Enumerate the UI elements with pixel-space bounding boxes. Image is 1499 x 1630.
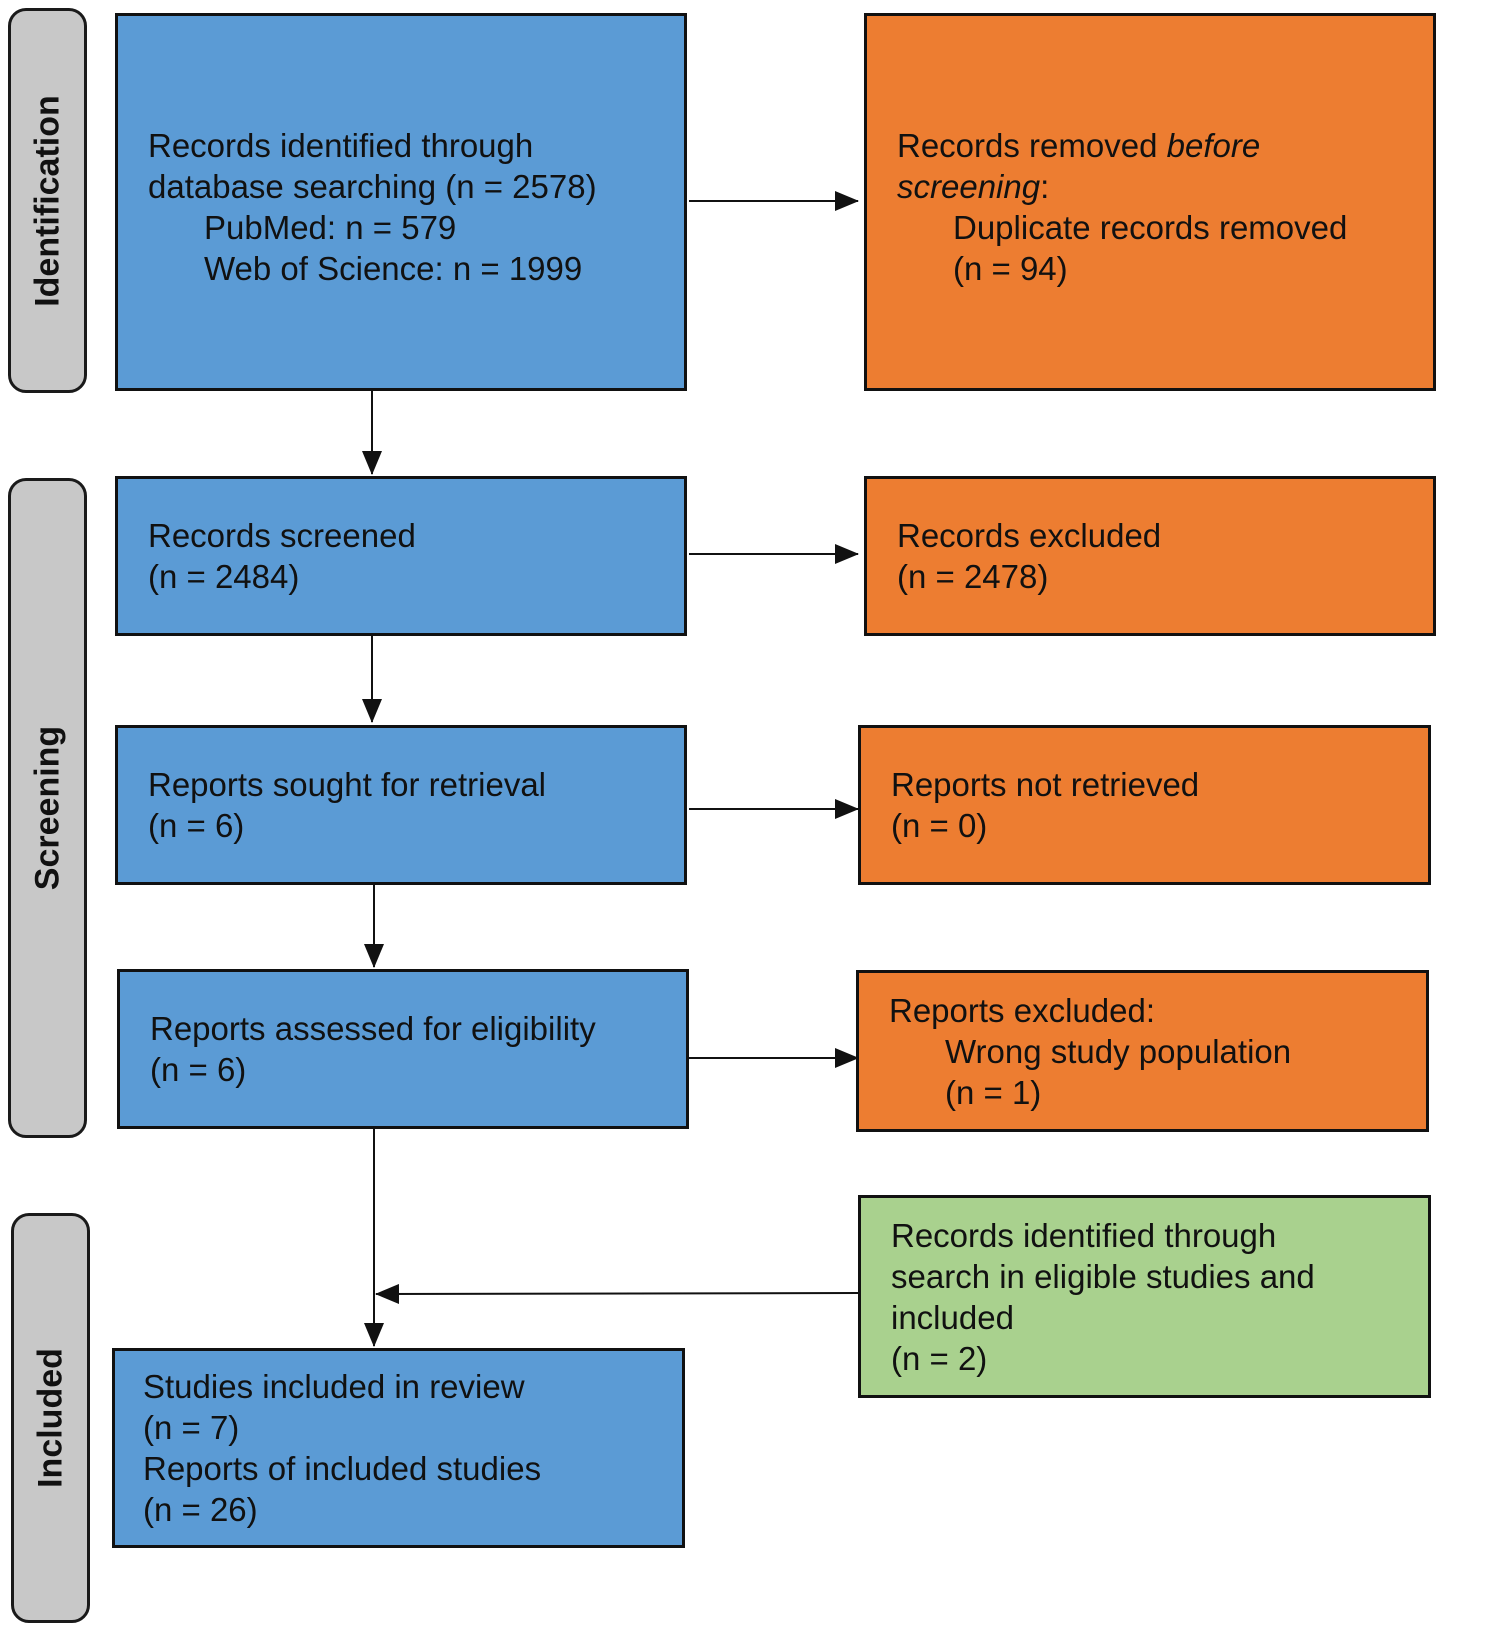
reports-assessed-line1: Reports assessed for eligibility [150,1010,596,1047]
records-removed-box: Records removed before screening: Duplic… [864,13,1436,391]
records-excluded-line1: Records excluded [897,517,1162,554]
reports-sought-line1: Reports sought for retrieval [148,766,547,803]
records-removed-line1: Records removed before [897,125,1433,166]
records-removed-line2: screening: [897,166,1433,207]
records-screened-line1: Records screened [148,517,416,554]
reports-excluded-reason: Wrong study population [945,1032,1292,1070]
records-screened-box: Records screened (n = 2484) [115,476,687,636]
reports-included-line: Reports of included studies [143,1450,542,1487]
records-removed-screening: screening [897,168,1041,205]
records-identified-line2: database searching (n = 2578) [148,168,597,205]
studies-included-box: Studies included in review (n = 7) Repor… [112,1348,685,1548]
records-other-line1: Records identified through [891,1216,1277,1254]
studies-included-line1: Studies included in review [143,1368,525,1405]
reports-excluded-count: (n = 1) [945,1073,1042,1111]
phase-screening: Screening [8,478,87,1138]
arrow-other-to-included [375,1283,859,1304]
records-identified-pubmed: PubMed: n = 579 [204,209,457,246]
records-removed-prefix: Records removed [897,127,1167,164]
phase-included: Included [11,1213,90,1623]
records-removed-before: before [1166,127,1261,164]
studies-included-count: (n = 7) [143,1409,240,1446]
reports-assessed-count: (n = 6) [150,1051,247,1088]
reports-included-count: (n = 26) [143,1491,258,1528]
reports-sought-box: Reports sought for retrieval (n = 6) [115,725,687,885]
records-other-line2: search in eligible studies and [891,1257,1315,1295]
reports-sought-count: (n = 6) [148,807,245,844]
records-identified-wos: Web of Science: n = 1999 [204,250,583,287]
reports-excluded-box: Reports excluded: Wrong study population… [856,970,1429,1132]
records-other-line3: included [891,1298,1014,1336]
records-removed-colon: : [1040,168,1050,205]
records-identified-box: Records identified through database sear… [115,13,687,391]
reports-not-retrieved-count: (n = 0) [891,807,988,844]
records-removed-count: (n = 94) [953,250,1068,287]
records-screened-count: (n = 2484) [148,558,300,595]
records-identified-line1: Records identified through [148,127,534,164]
reports-assessed-box: Reports assessed for eligibility (n = 6) [117,969,689,1129]
phase-identification: Identification [8,8,87,393]
records-excluded-count: (n = 2478) [897,558,1049,595]
reports-not-retrieved-line1: Reports not retrieved [891,766,1200,803]
records-other-count: (n = 2) [891,1339,988,1377]
records-excluded-box: Records excluded (n = 2478) [864,476,1436,636]
reports-not-retrieved-box: Reports not retrieved (n = 0) [858,725,1431,885]
records-removed-duplicates: Duplicate records removed [953,209,1348,246]
records-other-sources-box: Records identified through search in eli… [858,1195,1431,1398]
reports-excluded-line1: Reports excluded: [889,991,1155,1029]
